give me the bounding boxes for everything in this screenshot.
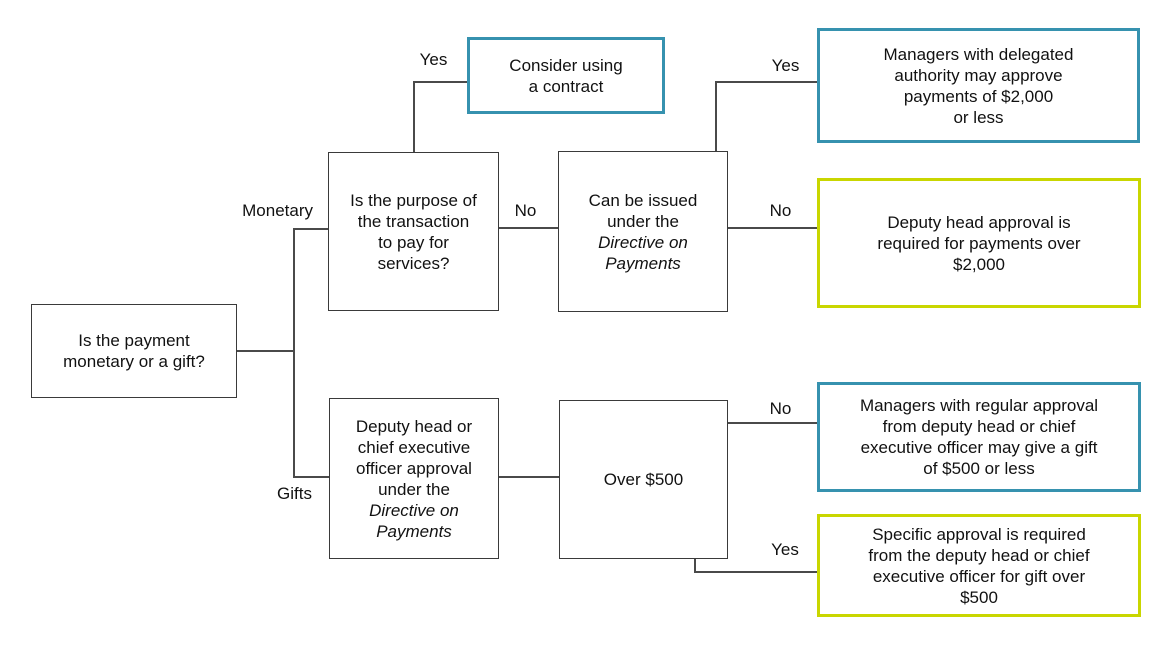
- edge-label-purpose-yes: Yes: [419, 50, 448, 69]
- connector-gifts-deputy-to-over500: [499, 476, 559, 478]
- node-specific-approval-gift-over-500: Specific approval is required from the d…: [817, 514, 1141, 617]
- node-root-question: Is the payment monetary or a gift?: [31, 304, 237, 398]
- node-purpose-question: Is the purpose of the transaction to pay…: [328, 152, 499, 311]
- edge-label-issued-no: No: [769, 201, 792, 220]
- connector-issued-yes-riser: [715, 81, 717, 151]
- node-managers-delegated-authority: Managers with delegated authority may ap…: [817, 28, 1140, 143]
- connector-issued-no-to-deputy: [728, 227, 818, 229]
- node-issued-under-directive: Can be issued under the Directive on Pay…: [558, 151, 728, 312]
- edge-label-issued-yes: Yes: [771, 56, 800, 75]
- node-gifts-deputy-approval: Deputy head or chief executive officer a…: [329, 398, 499, 559]
- node-over-500-question: Over $500: [559, 400, 728, 559]
- connector-root-to-branch: [237, 350, 294, 352]
- connector-over500-no-to-managers: [728, 422, 818, 424]
- edge-label-monetary: Monetary: [242, 201, 313, 220]
- node-consider-contract: Consider using a contract: [467, 37, 665, 114]
- connector-over500-yes-drop: [694, 558, 696, 573]
- connector-issued-yes-to-managers: [715, 81, 818, 83]
- connector-purpose-yes-to-contract: [413, 81, 468, 83]
- edge-label-over500-no: No: [769, 399, 792, 418]
- connector-purpose-yes-riser: [413, 81, 415, 152]
- connector-gifts: [293, 476, 330, 478]
- node-deputy-head-approval-over-2000: Deputy head approval is required for pay…: [817, 178, 1141, 308]
- edge-label-purpose-no: No: [514, 201, 537, 220]
- connector-monetary: [293, 228, 329, 230]
- connector-over500-yes-to-specific: [694, 571, 818, 573]
- connector-branch-vertical: [293, 228, 295, 477]
- edge-label-gifts: Gifts: [277, 484, 312, 503]
- connector-purpose-no-to-issued: [499, 227, 558, 229]
- edge-label-over500-yes: Yes: [771, 540, 799, 559]
- node-managers-regular-approval: Managers with regular approval from depu…: [817, 382, 1141, 492]
